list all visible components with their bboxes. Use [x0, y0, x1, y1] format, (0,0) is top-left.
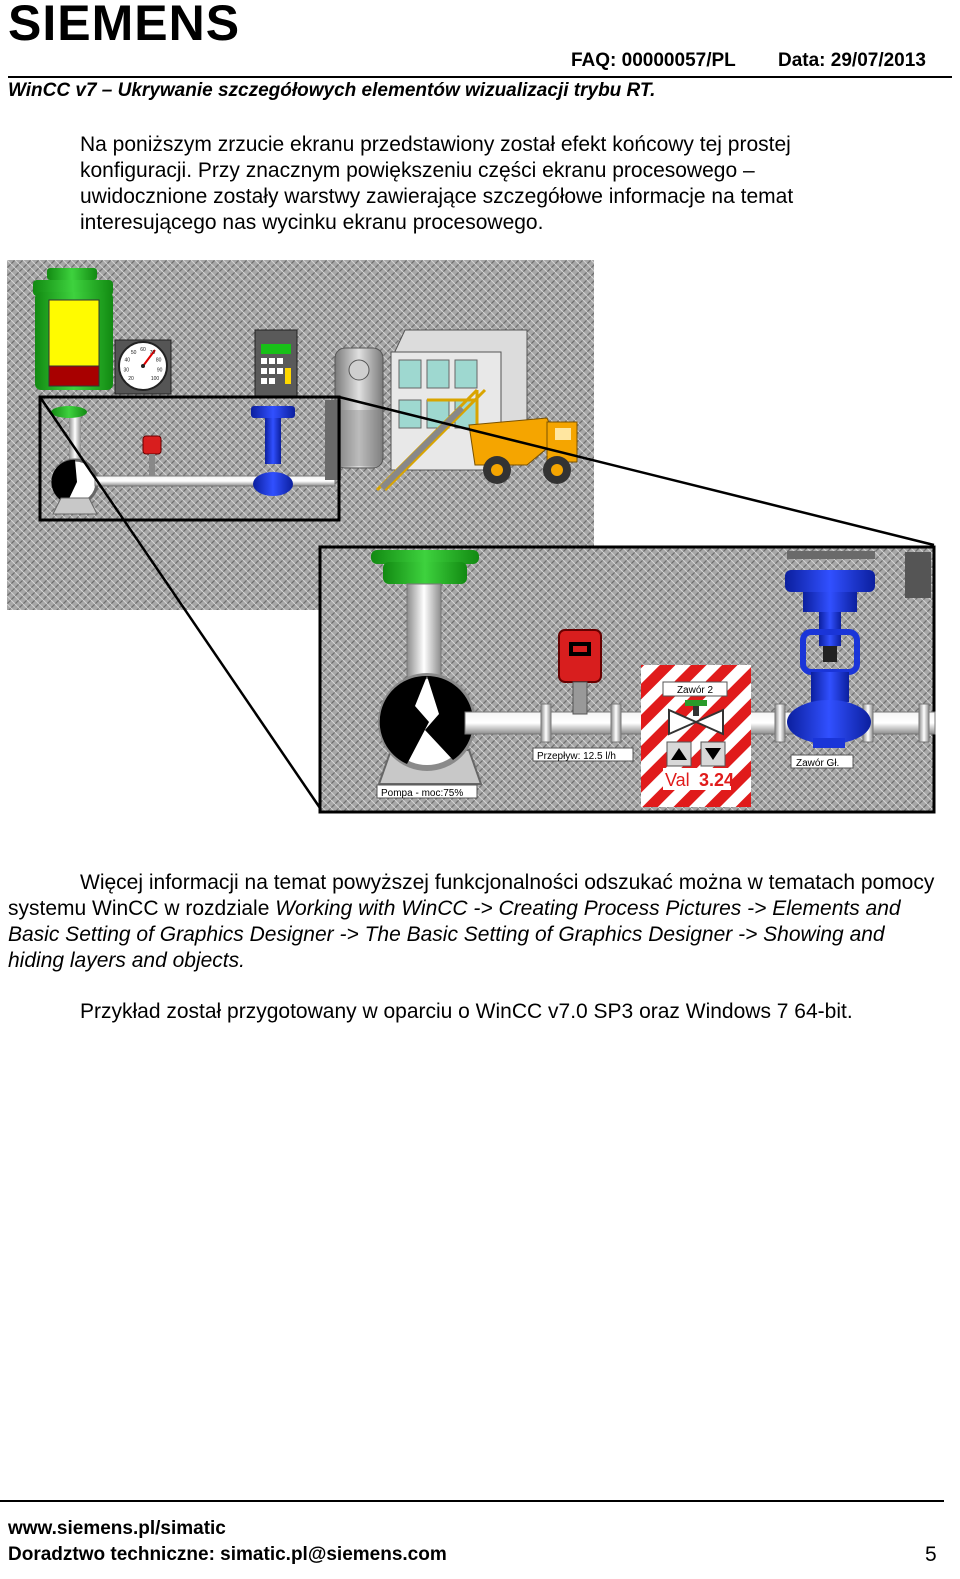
main-control-valve-icon [785, 570, 875, 748]
controller-panel-icon [254, 329, 298, 397]
footer-rule [0, 1500, 944, 1502]
gauge-tick-label: 80 [156, 358, 162, 364]
help-topic-path: Working with WinCC -> Creating Process P… [8, 897, 901, 972]
header-rule [8, 76, 952, 78]
storage-tank-icon [33, 268, 113, 390]
gauge-tick-label: 90 [157, 367, 163, 373]
gauge-tick-label: 60 [140, 347, 146, 353]
siemens-logo: SIEMENS [8, 0, 241, 51]
gauge-tick-label: 40 [125, 358, 131, 364]
document-subtitle: WinCC v7 – Ukrywanie szczegółowych eleme… [8, 80, 656, 101]
valve-2-value-label: Val [665, 770, 690, 790]
gauge-tick-label: 50 [131, 350, 137, 356]
pump-power-label: Pompa - moc:75% [381, 788, 463, 799]
document-date: Data: 29/07/2013 [778, 50, 926, 71]
arrow-down-icon [705, 748, 721, 760]
valve-2-panel: Zawór 2 Val 3.24 [641, 665, 751, 807]
flow-label: Przepływ: 12.5 l/h [537, 751, 616, 762]
gauge-tick-label: 100 [151, 376, 160, 382]
valve-2-label: Zawór 2 [677, 685, 714, 696]
zoomed-process-screen: Zawór 2 Val 3.24 Przepływ: 12.5 l/h [318, 545, 936, 814]
example-note: Przykład został przygotowany w oparciu o… [80, 1000, 853, 1023]
arrow-up-icon [671, 748, 687, 760]
more-info-paragraph: Więcej informacji na temat powyższej fun… [8, 870, 943, 974]
pump-icon [371, 550, 483, 785]
reactor-vessel-icon [334, 347, 384, 469]
main-valve-label: Zawór Gł. [796, 758, 839, 769]
valve-2-value-number: 3.24 [699, 770, 734, 790]
gauge-tick-label: 70 [150, 350, 156, 356]
dump-truck-icon [468, 417, 578, 484]
faq-number: FAQ: 00000057/PL [571, 50, 736, 71]
footer-website: www.siemens.pl/simatic [8, 1518, 226, 1539]
gauge-tick-label: 30 [124, 367, 130, 373]
intro-paragraph: Na poniższym zrzucie ekranu przedstawion… [80, 133, 794, 234]
small-flow-sensor-icon [142, 435, 162, 476]
gauge-tick-label: 20 [128, 376, 134, 382]
page-number: 5 [925, 1543, 937, 1566]
small-control-valve-icon [251, 406, 295, 496]
more-info-lead: Więcej informacji na temat powyższej fun… [8, 871, 935, 920]
footer-support: Doradztwo techniczne: simatic.pl@siemens… [8, 1544, 447, 1565]
flow-sensor-icon [558, 629, 602, 715]
